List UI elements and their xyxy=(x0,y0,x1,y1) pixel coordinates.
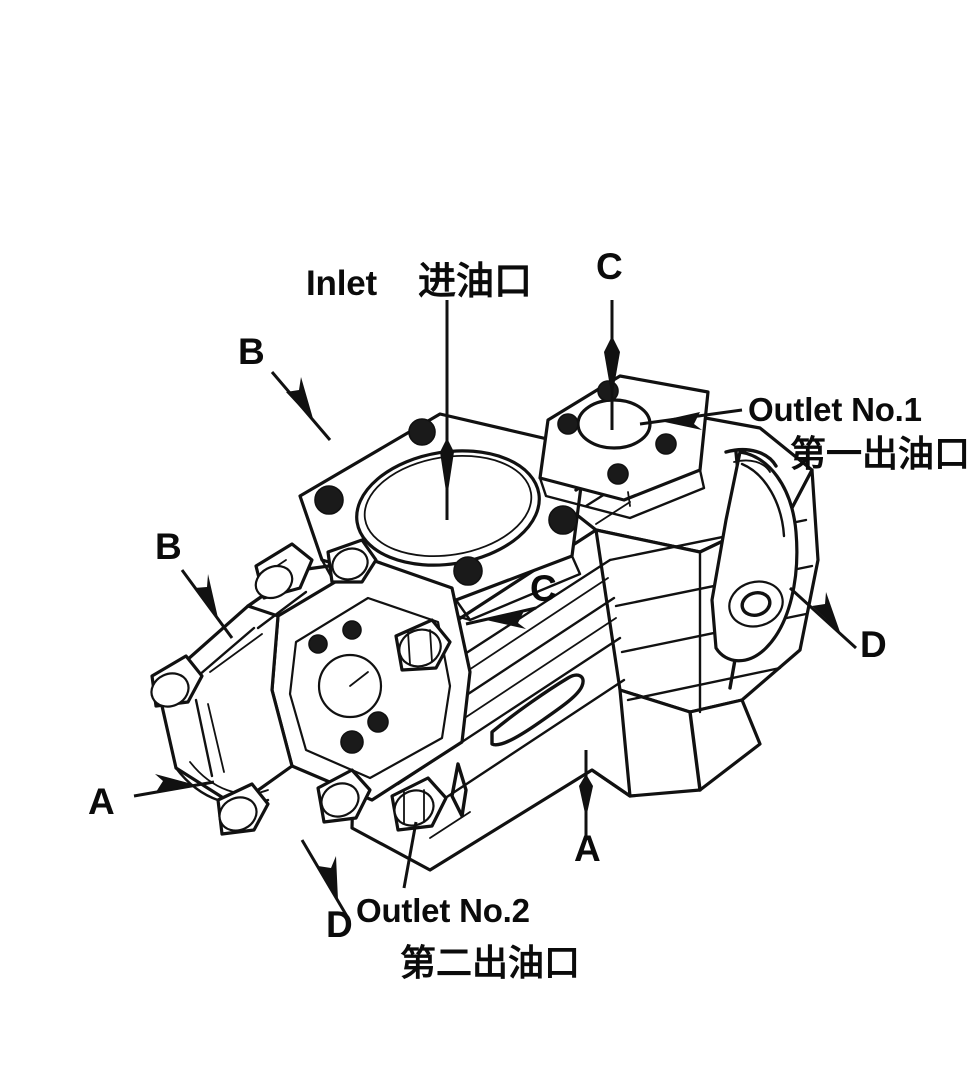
front-end-cover xyxy=(160,558,472,808)
section-label-c-top: C xyxy=(596,246,623,287)
bolt-head xyxy=(394,618,452,672)
callout-label-inlet-english: Inlet xyxy=(306,264,377,303)
section-label-a-bottom: A xyxy=(574,828,601,869)
callout-label-outlet-2-chinese: 第二出油口 xyxy=(400,943,581,984)
section-arrow-a-left xyxy=(133,774,215,798)
section-arrow-a-bottom xyxy=(579,750,593,840)
leader-inlet xyxy=(440,300,454,520)
callout-label-outlet-2-english: Outlet No.2 xyxy=(356,892,530,929)
section-label-d-right: D xyxy=(860,624,887,665)
section-label-c-middle: C xyxy=(530,568,557,609)
section-arrow-b-top xyxy=(270,371,332,441)
section-label-a-left: A xyxy=(88,781,115,822)
leader-outlet-1 xyxy=(639,408,743,430)
bolt-head xyxy=(390,776,448,832)
bolt-head xyxy=(326,538,378,584)
section-label-d-bottom: D xyxy=(326,904,353,945)
section-arrow-d-right xyxy=(788,586,858,650)
pump-body-group xyxy=(150,374,820,872)
cover-bolts xyxy=(150,538,452,836)
section-arrow-c-top xyxy=(604,300,620,430)
section-label-b-top: B xyxy=(238,331,265,372)
section-arrow-c-mid xyxy=(465,606,537,629)
section-arrow-d-bottom xyxy=(300,839,350,919)
bolt-head xyxy=(254,542,314,600)
mounting-lug-right xyxy=(710,450,799,663)
callout-label-outlet-1-english: Outlet No.1 xyxy=(748,391,922,428)
outlet-1-flange xyxy=(538,374,710,520)
leader-outlet-2 xyxy=(402,821,418,889)
bolt-head xyxy=(150,654,204,708)
callout-label-outlet-1-chinese: 第一出油口 xyxy=(790,434,971,475)
bolt-head xyxy=(216,782,270,836)
section-arrow-b-left xyxy=(180,569,234,639)
mounting-lug-top xyxy=(724,447,778,473)
bolt-head xyxy=(316,768,372,824)
callout-leaders xyxy=(133,300,858,919)
section-label-b-left: B xyxy=(155,526,182,567)
rear-foot xyxy=(688,698,762,792)
callout-label-inlet-chinese: 进油口 xyxy=(418,259,533,303)
